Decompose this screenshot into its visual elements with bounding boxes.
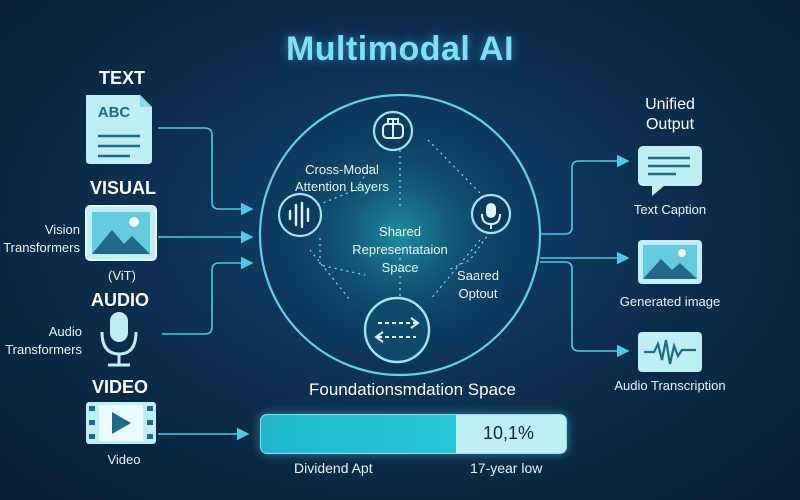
unified-output-header-2: Output [645, 116, 695, 133]
output-node-label-1: Saared [457, 268, 499, 283]
document-icon [86, 95, 152, 164]
year-low-label: 17-year low [470, 460, 543, 476]
visual-header: VISUAL [89, 178, 156, 198]
diagram-title: Multimodal AI [285, 30, 515, 68]
audio-transformers-label: Transformers [5, 342, 82, 357]
hub-node-mic [470, 193, 512, 235]
text-caption-label: Text Caption [633, 202, 707, 217]
hub-node-exchange [363, 296, 431, 364]
generated-image-icon [638, 240, 702, 284]
shared-label-2: Representataion [352, 242, 448, 257]
dividend-label: Dividend Apt [294, 460, 373, 476]
output-node-label-2: Optout [458, 286, 498, 301]
vision-transformers-label: Transformers [3, 240, 80, 255]
cross-modal-label-2: Attention Layers [295, 179, 389, 194]
document-icon-text: ABC [97, 104, 131, 121]
hub-node-top [372, 110, 414, 152]
video-icon [86, 402, 156, 444]
shared-label-3: Space [381, 260, 419, 275]
foundation-progress-fill [261, 415, 457, 453]
video-header: VIDEO [91, 377, 148, 397]
generated-image-label: Generated image [619, 294, 721, 309]
audio-header: AUDIO [91, 290, 149, 310]
foundation-title: Foundationsmdation Space [309, 380, 516, 399]
audio-label: Audio [48, 324, 82, 339]
video-label: Video [107, 452, 141, 467]
foundation-value: 10,1% [482, 423, 534, 443]
vision-label: Vision [44, 222, 80, 237]
hub-node-audio [277, 192, 323, 238]
foundation-progress-bar: 10,1% [260, 414, 567, 454]
hub-circle [258, 93, 542, 377]
hub-dotted-links [309, 139, 491, 301]
shared-label-1: Shared [379, 224, 421, 239]
waveform-icon [638, 332, 702, 372]
cross-modal-label-1: Cross-Modal [305, 162, 379, 177]
image-icon [85, 205, 157, 261]
microphone-icon [100, 312, 138, 367]
unified-output-header-1: Unified [645, 96, 695, 113]
speech-bubble-icon [638, 146, 702, 196]
text-header: TEXT [98, 68, 145, 88]
input-connectors [158, 127, 254, 441]
vit-label: (ViT) [108, 268, 136, 283]
audio-transcription-label: Audio Transcription [614, 378, 726, 393]
output-connectors [540, 154, 630, 358]
